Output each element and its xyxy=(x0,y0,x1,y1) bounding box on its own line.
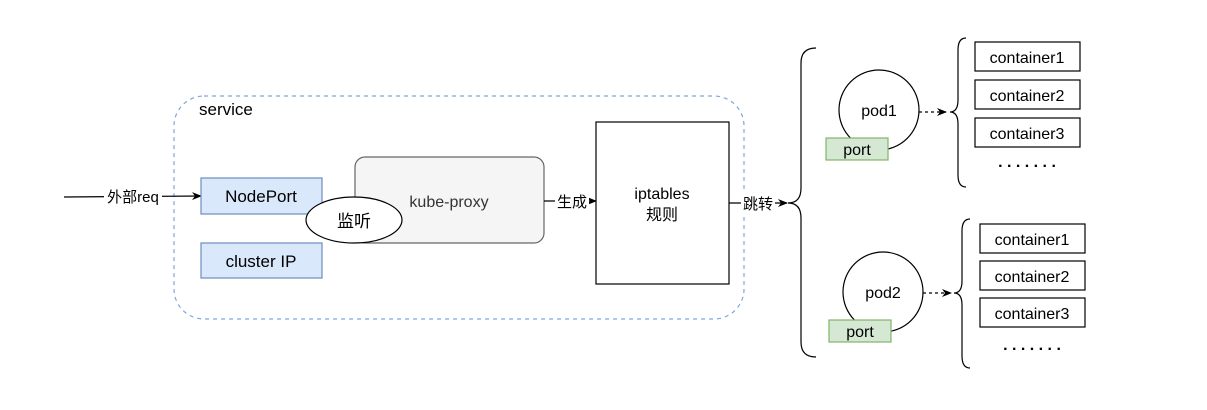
pod1-ellipsis: . . . . . . . xyxy=(998,154,1056,171)
iptables-box xyxy=(595,121,730,285)
pod1-port-label: port xyxy=(843,142,871,159)
cluster-ip-box xyxy=(200,242,323,279)
pod2-container3-box xyxy=(979,297,1086,328)
generate-label: 生成 xyxy=(557,194,587,211)
pod1-container1-box xyxy=(974,41,1081,72)
pod1-containers-brace xyxy=(949,37,967,188)
pod1-container1-label: container1 xyxy=(990,50,1065,67)
pod2-container1-box xyxy=(979,223,1086,254)
pod2-port-box xyxy=(828,319,892,343)
pod2-containers-brace xyxy=(953,218,971,369)
pod1-container2-label: container2 xyxy=(990,88,1065,105)
jump-label: 跳转 xyxy=(743,196,773,213)
listen-ellipse xyxy=(305,196,403,244)
pod2-label: pod2 xyxy=(865,285,901,302)
pod1-container3-box xyxy=(974,117,1081,148)
pod2-port-label: port xyxy=(846,324,874,341)
generate-label-bg xyxy=(555,191,589,211)
listen-label: 监听 xyxy=(337,212,371,231)
iptables-label-line1: iptables xyxy=(634,186,689,203)
nodeport-label: NodePort xyxy=(225,187,297,206)
cluster-ip-label: cluster IP xyxy=(226,252,297,271)
pod2-container3-label: container3 xyxy=(995,306,1070,323)
pod1-container3-label: container3 xyxy=(990,126,1065,143)
pods-brace xyxy=(787,47,817,358)
jump-label-bg xyxy=(741,193,775,213)
pod2-container2-box xyxy=(979,260,1086,291)
pod2-container1-label: container1 xyxy=(995,232,1070,249)
kube-proxy-label: kube-proxy xyxy=(409,194,488,211)
service-label: service xyxy=(199,100,253,119)
incoming-label-bg xyxy=(104,186,162,206)
incoming-label: 外部req xyxy=(107,189,159,206)
pod1-container2-box xyxy=(974,79,1081,110)
pod1-port-box xyxy=(825,137,889,161)
iptables-label-line2: 规则 xyxy=(646,206,678,224)
pod1-label: pod1 xyxy=(861,103,897,120)
nodeport-box xyxy=(200,177,323,215)
pod2-ellipsis: . . . . . . . xyxy=(1003,337,1061,354)
pod2-container2-label: container2 xyxy=(995,269,1070,286)
